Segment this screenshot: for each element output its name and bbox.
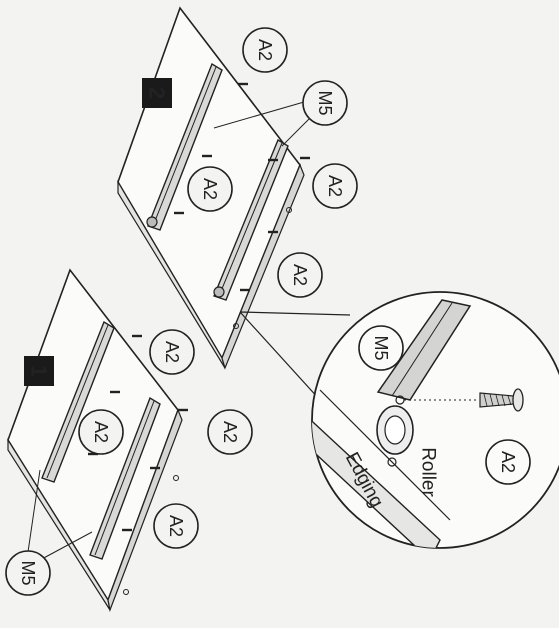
slide-rail-detail [376,299,472,401]
screw-marks-step-2 [174,82,310,292]
hole [286,207,292,213]
screw-marks-step-1 [88,334,188,532]
drawer-slide-left [41,320,115,483]
callout-m5-detail: M5 [358,325,404,371]
m5-leaders-step-1 [27,469,93,561]
svg-text:A2: A2 [200,178,220,200]
callout-a2: A2 [78,409,124,455]
roller-left [146,216,158,228]
callout-a2: A2 [187,166,233,212]
roller-right [213,286,225,298]
svg-text:A2: A2 [255,39,275,61]
callout-m5: M5 [5,550,51,596]
callout-a2: A2 [149,329,195,375]
callout-a2: A2 [207,409,253,455]
svg-text:A2: A2 [166,515,186,537]
hole [123,589,129,595]
callout-a2: A2 [153,503,199,549]
step-badge-2: 2 [142,78,172,108]
panel-side-edge [107,408,183,613]
step-badge-bg [142,78,172,108]
callout-m5: M5 [302,80,348,126]
m5-leaders-step-2 [213,101,315,147]
step-badge-bg [24,356,54,386]
drawer-slide-right [89,396,161,560]
svg-text:A2: A2 [325,175,345,197]
callout-a2: A2 [312,163,358,209]
panel-step-1 [7,268,188,613]
callout-a2-detail: A2 [485,439,531,485]
hole [173,475,179,481]
zoom-connector [239,311,351,401]
svg-text:A2: A2 [220,421,240,443]
svg-text:A2: A2 [91,421,111,443]
callout-a2: A2 [277,252,323,298]
drawer-slide-right [213,138,289,301]
svg-text:A2: A2 [498,451,518,473]
svg-text:M5: M5 [371,335,391,360]
svg-text:A2: A2 [290,264,310,286]
roller-label: Roller [418,447,439,497]
panel-side-edge [221,163,305,370]
detail-zoom: M5 A2 Roller Edging [239,291,559,549]
svg-text:A2: A2 [162,341,182,363]
step-number: 1 [27,365,52,377]
svg-text:M5: M5 [18,560,38,585]
step-badge-1: 1 [24,356,54,386]
hole [233,323,239,329]
callout-a2: A2 [242,27,288,73]
drawer-slide-left [147,62,223,231]
edging-band [312,408,441,548]
screw-icon [479,388,524,412]
svg-text:M5: M5 [315,90,335,115]
step-number: 2 [145,87,170,99]
